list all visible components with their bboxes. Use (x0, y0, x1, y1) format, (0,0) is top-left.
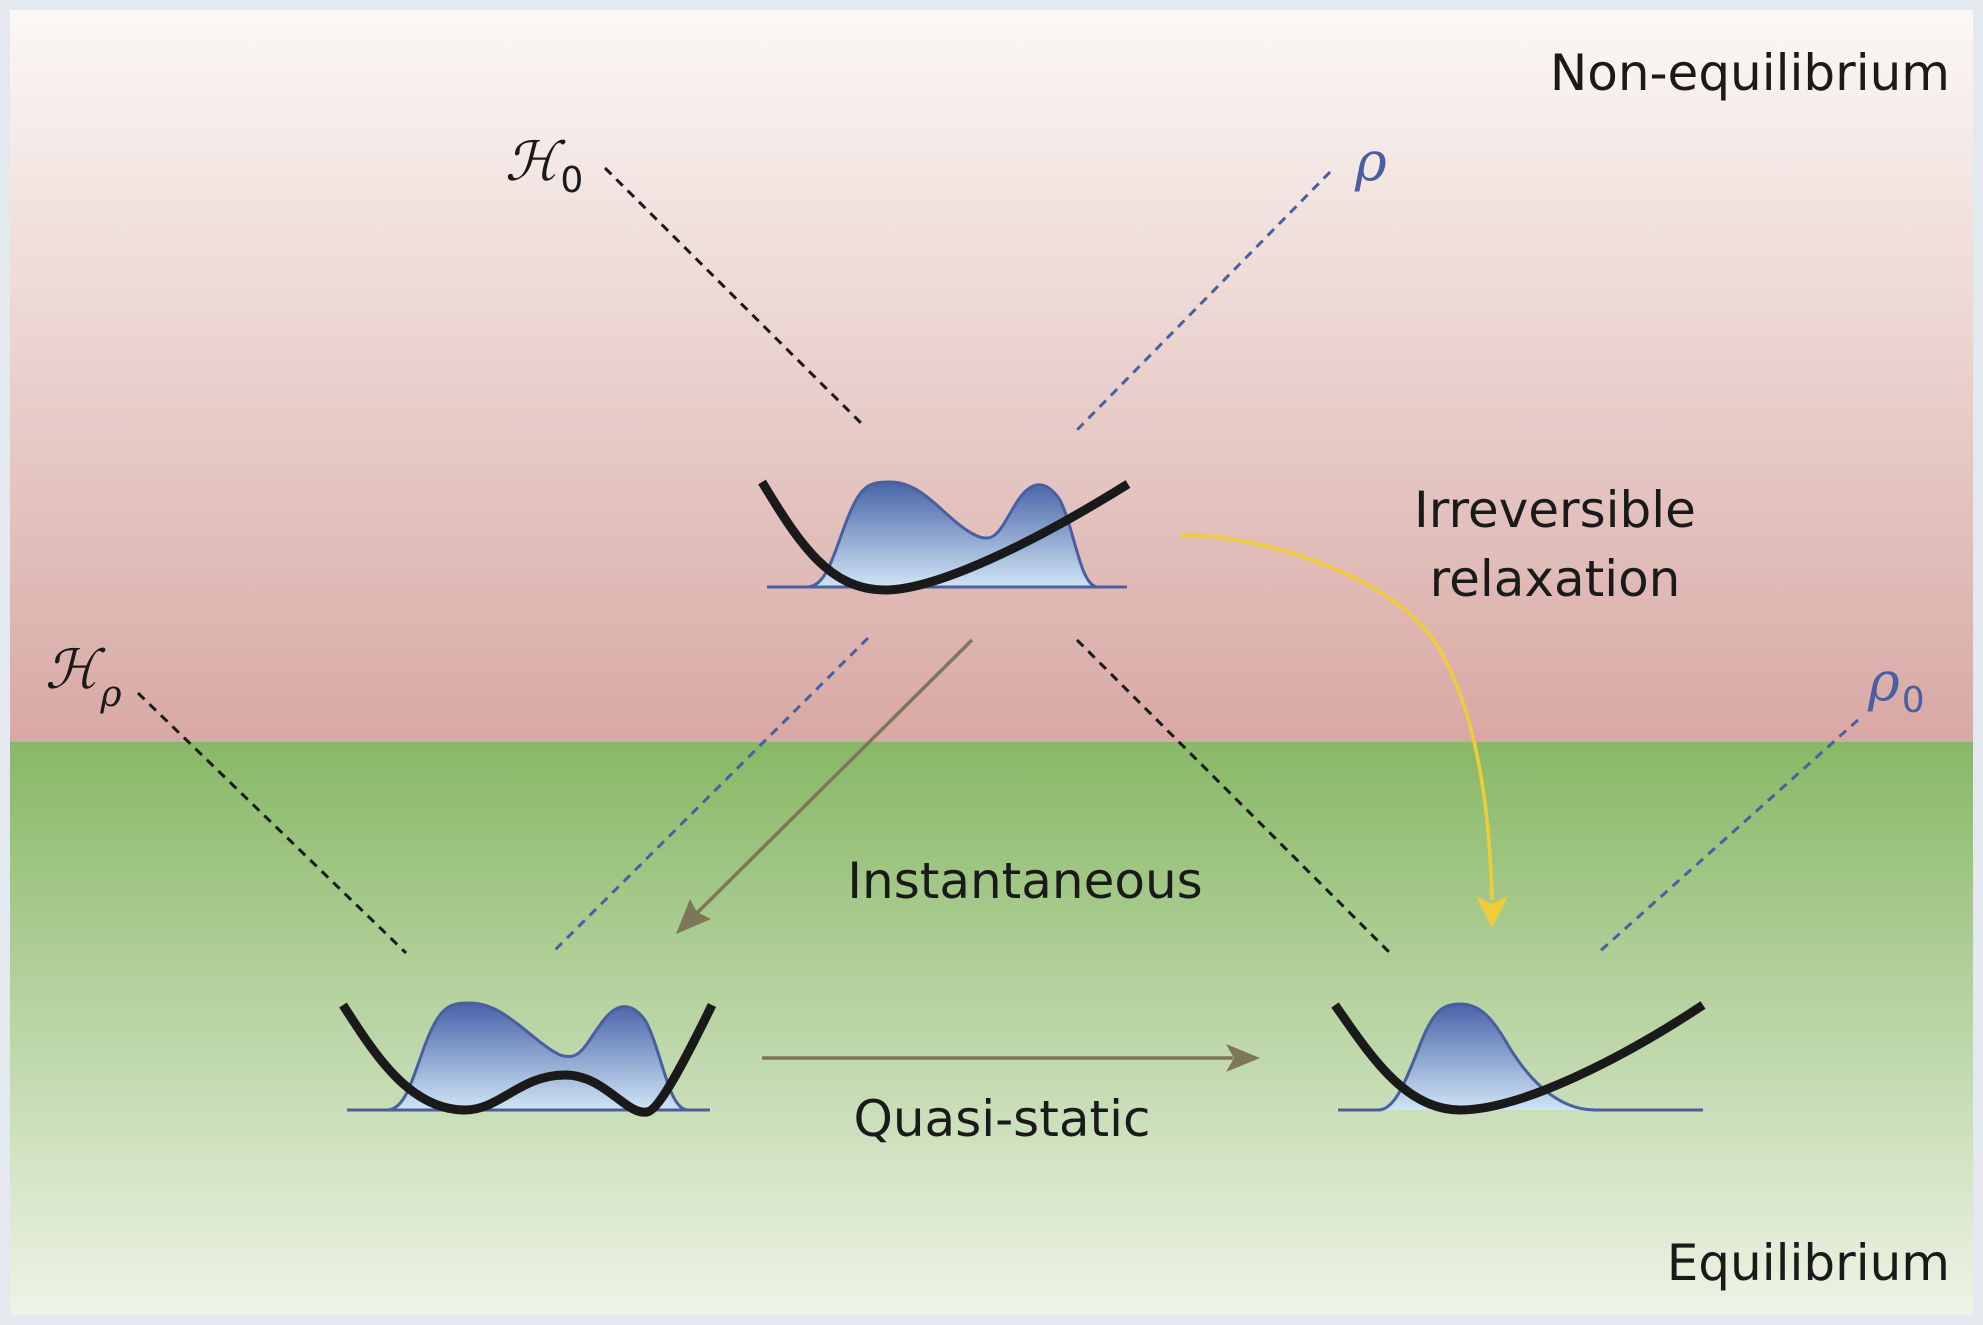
non-equilibrium-label: Non-equilibrium (1550, 44, 1950, 102)
density-bottom-left (347, 1001, 710, 1112)
axis-lines (136, 166, 1860, 955)
rho-label: ρ (1354, 130, 1387, 193)
rho-axis-upper (1073, 170, 1332, 434)
quasi-static-arrowhead (1226, 1044, 1260, 1072)
h0-label: ℋ0 (505, 130, 583, 201)
hrho-label: ℋρ (45, 638, 122, 715)
instantaneous-arrowhead (676, 899, 711, 934)
irreversible-relaxation-arrow (1179, 533, 1494, 901)
quasi-static-label: Quasi-static (854, 1090, 1151, 1148)
hamiltonian-top (758, 479, 1131, 595)
rho-axis-lower (550, 636, 870, 955)
h0-axis-upper (603, 166, 865, 427)
irreversible-relaxation-arrowhead (1476, 896, 1508, 928)
non-equilibrium-state (758, 479, 1131, 595)
irreversible-label-line1: Irreversible (1414, 481, 1696, 539)
rho0-label: ρ0 (1867, 650, 1925, 721)
rho0-axis (1596, 718, 1860, 955)
hrho-axis (136, 691, 408, 955)
process-arrows (676, 533, 1508, 1072)
equilibrium-label: Equilibrium (1667, 1234, 1950, 1292)
density-top (767, 480, 1127, 589)
instantaneous-state (339, 1001, 717, 1117)
equilibrium-state (1331, 1001, 1706, 1115)
non-equilibrium-region (10, 10, 1973, 742)
instantaneous-arrow (693, 638, 974, 917)
hamiltonian-bottom-right (1331, 1001, 1706, 1115)
irreversible-label-line2: relaxation (1430, 550, 1681, 608)
equilibrium-region (10, 742, 1973, 1315)
h0-axis-lower (1075, 638, 1392, 955)
hamiltonian-bottom-left (339, 1002, 717, 1117)
instantaneous-label: Instantaneous (847, 852, 1202, 910)
